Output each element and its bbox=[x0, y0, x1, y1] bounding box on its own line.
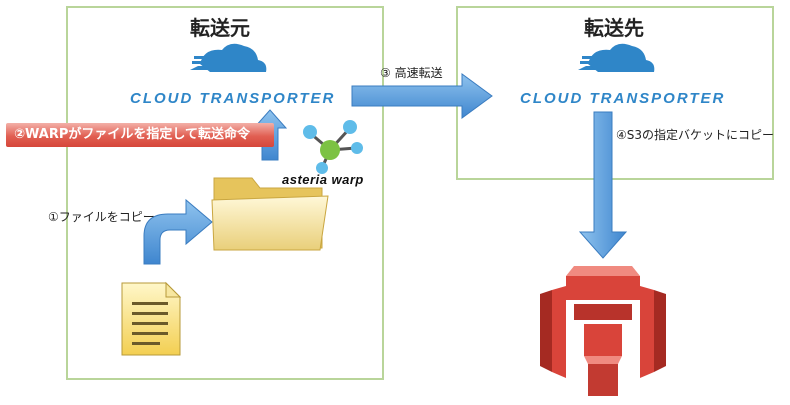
asteria-logo-text: asteria warp bbox=[282, 172, 364, 187]
cloud-icon bbox=[190, 43, 267, 72]
destination-title: 転送先 bbox=[584, 16, 644, 40]
copy-down-arrow bbox=[578, 111, 628, 259]
molecule-logo-icon bbox=[303, 120, 363, 174]
source-brand-text: CLOUD TRANSPORTER bbox=[130, 90, 336, 107]
step2-banner: ②WARPがファイルを指定して転送命令 bbox=[6, 123, 274, 147]
s3-bucket-icon bbox=[540, 266, 666, 396]
step3-label: ③ 高速転送 bbox=[380, 66, 443, 80]
cloud-icon bbox=[578, 43, 655, 72]
document-icon bbox=[121, 281, 182, 356]
transfer-arrow bbox=[351, 73, 493, 119]
destination-brand-text: CLOUD TRANSPORTER bbox=[520, 90, 726, 107]
destination-box bbox=[456, 6, 774, 180]
folder-icon bbox=[211, 177, 329, 251]
source-title: 転送元 bbox=[190, 16, 250, 40]
step4-label: ④S3の指定バケットにコピー bbox=[616, 128, 775, 142]
step1-label: ①ファイルをコピー bbox=[48, 210, 155, 224]
copy-curved-arrow bbox=[143, 198, 213, 265]
